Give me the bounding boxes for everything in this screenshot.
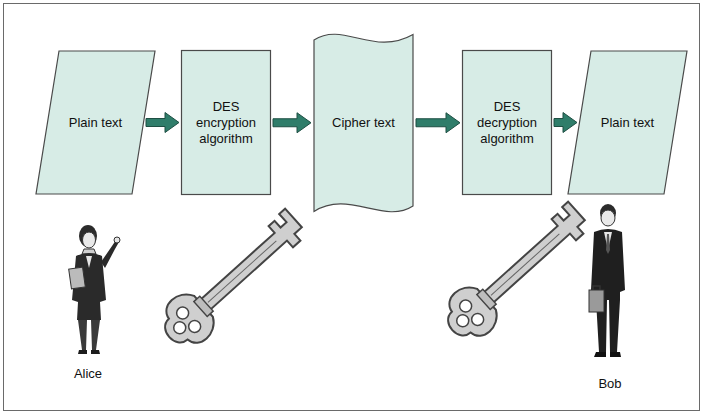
node-label: DES decryption algorithm <box>462 99 552 147</box>
node-label: Plain text <box>595 115 660 131</box>
alice-figure <box>69 225 120 354</box>
flow-arrow <box>273 113 311 133</box>
document-shape: Cipher text <box>313 30 414 216</box>
person-name: Bob <box>598 376 621 391</box>
process-box: DES decryption algorithm <box>462 50 552 195</box>
person-name: Alice <box>74 366 102 381</box>
node-label: Cipher text <box>326 115 401 131</box>
key-icon <box>152 203 315 357</box>
flow-arrow <box>416 113 460 133</box>
node-label: Plain text <box>63 115 128 131</box>
data-parallelogram: Plain text <box>567 50 688 195</box>
flow-arrow <box>146 113 179 133</box>
process-box: DES encryption algorithm <box>181 50 271 195</box>
data-parallelogram: Plain text <box>35 50 156 195</box>
node-label: DES encryption algorithm <box>181 99 271 147</box>
flow-arrow <box>554 113 577 133</box>
key-icon <box>435 196 598 350</box>
bob-figure <box>589 204 625 357</box>
